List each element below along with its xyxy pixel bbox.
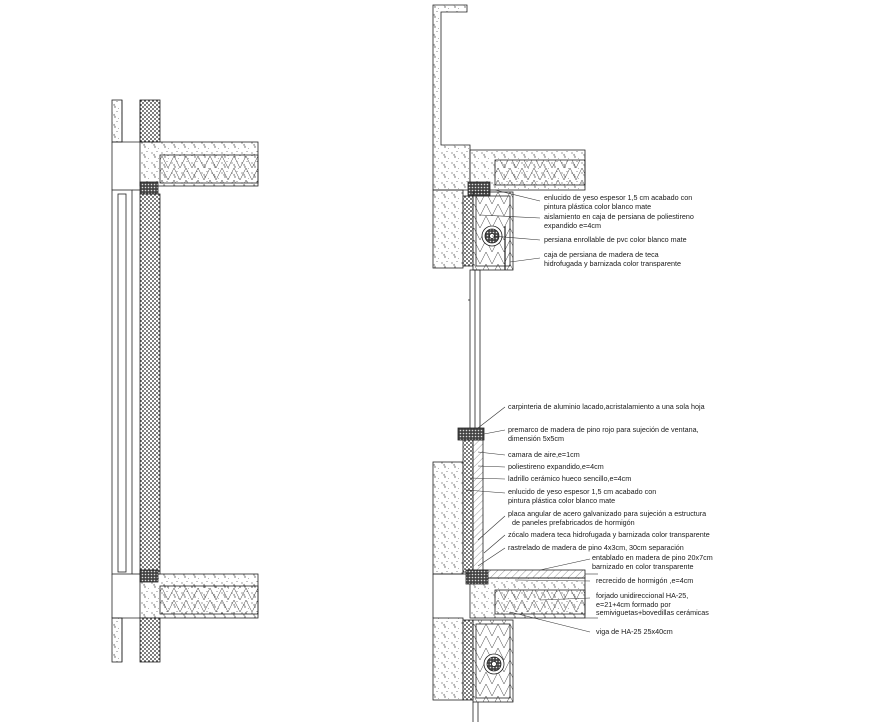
annotation-line: poliestireno expandido,e=4cm [508, 462, 604, 471]
left-section-view [111, 99, 259, 663]
annotation-line: pintura plástica color blanco mate [508, 495, 616, 505]
annotation-a13: rastrelado de madera de pino 4x3cm, 30cm… [508, 543, 684, 553]
window-sill-frame [457, 427, 485, 441]
annotation-a1: enlucido de yeso espesor 1,5 cm acabado … [544, 193, 693, 211]
annotation-a5: carpinteria de aluminio lacado,acristala… [508, 402, 705, 412]
annotation-line: semiviguetas+bovedillas cerámicas [596, 608, 709, 618]
annotation-a14: entablado en madera de pino 20x7cm barni… [592, 553, 713, 571]
annotation-a3: persiana enrollable de pvc color blanco … [544, 235, 687, 245]
lower-shutter-roller-icon [483, 653, 505, 675]
annotation-line: ladrillo cerámico hueco sencillo,e=4cm [508, 474, 632, 483]
right-section-view [432, 4, 586, 722]
annotation-a16: forjado unidireccional HA-25, e=21+4cm f… [596, 591, 709, 618]
annotation-line: viga de HA-25 25x40cm [596, 627, 673, 636]
right-bottom-exterior-panel [432, 617, 464, 701]
annotation-line: entablado en madera de pino 20x7cm [592, 553, 713, 562]
annotation-a17: viga de HA-25 25x40cm [596, 627, 673, 637]
annotation-line: carpinteria de aluminio lacado,acristala… [508, 402, 705, 411]
annotation-line: dimensión 5x5cm [508, 433, 564, 443]
annotation-line: persiana enrollable de pvc color blanco … [544, 235, 687, 244]
left-lower-wall-brick [139, 617, 161, 663]
annotation-line: enlucido de yeso espesor 1,5 cm acabado … [544, 193, 693, 202]
annotation-line: recrecido de hormigón ,e=4cm [596, 576, 694, 585]
annotation-a10: enlucido de yeso espesor 1,5 cm acabado … [508, 487, 657, 505]
left-window-frame [111, 189, 133, 575]
annotation-a7: camara de aire,e=1cm [508, 450, 580, 460]
annotation-a15: recrecido de hormigón ,e=4cm [596, 576, 694, 586]
annotation-line: camara de aire,e=1cm [508, 450, 580, 459]
annotation-line: zócalo madera teca hidrofugada y barniza… [508, 530, 710, 539]
annotation-line: de paneles prefabricados de hormigón [512, 517, 635, 527]
annotation-a6: premarco de madera de pino rojo para suj… [508, 425, 699, 443]
annotation-line: forjado unidireccional HA-25, [596, 591, 689, 600]
annotation-a2: aislamiento en caja de persiana de polie… [544, 212, 694, 230]
annotation-leaders [465, 189, 591, 633]
right-lower-exterior-panel [432, 461, 464, 575]
annotation-a12: zócalo madera teca hidrofugada y barniza… [508, 530, 710, 540]
right-top-parapet [432, 4, 471, 191]
annotation-line: expandido e=4cm [544, 220, 601, 230]
annotation-line: pintura plástica color blanco mate [544, 201, 652, 211]
left-wall-brick [139, 193, 161, 575]
left-upper-wall-brick [139, 99, 161, 143]
annotation-line: premarco de madera de pino rojo para suj… [508, 425, 699, 434]
left-upper-wall [111, 99, 123, 143]
annotation-line: enlucido de yeso espesor 1,5 cm acabado … [508, 487, 657, 496]
annotation-line: placa angular de acero galvanizado para … [508, 509, 707, 518]
annotation-a11: placa angular de acero galvanizado para … [508, 509, 707, 527]
annotation-line: aislamiento en caja de persiana de polie… [544, 212, 694, 221]
annotation-line: caja de persiana de madera de teca [544, 250, 659, 259]
right-upper-exterior-panel [432, 189, 464, 269]
annotation-a4: caja de persiana de madera de teca hidro… [544, 250, 682, 268]
annotation-line: e=21+4cm formado por [596, 599, 671, 609]
annotation-line: rastrelado de madera de pino 4x3cm, 30cm… [508, 543, 684, 552]
annotation-a8: poliestireno expandido,e=4cm [508, 462, 604, 472]
left-lower-wall [111, 617, 123, 663]
annotation-line: hidrofugada y barnizada color transparen… [544, 258, 682, 268]
annotation-line: barnizado en color transparente [592, 561, 694, 571]
dimension-marks [585, 573, 598, 619]
annotation-a9: ladrillo cerámico hueco sencillo,e=4cm [508, 474, 632, 484]
